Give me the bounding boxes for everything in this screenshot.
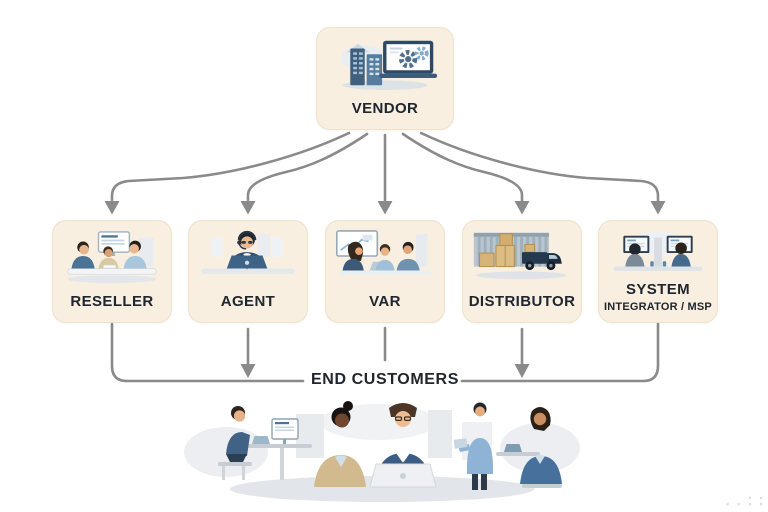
agent-headset-laptop-icon: [201, 230, 295, 274]
system-integrator-msp-node: SYSTEM INTEGRATOR / MSP: [598, 220, 718, 323]
reseller-label: RESELLER: [70, 293, 154, 311]
distributor-warehouse-truck-icon: [473, 232, 567, 280]
watermark-row-2: × × × ×: [725, 501, 765, 508]
vendor-node: VENDOR: [316, 27, 454, 130]
watermark-marks-icon: × × × × × ×: [726, 496, 765, 508]
distributor-node: DISTRIBUTOR: [462, 220, 582, 323]
reseller-node: RESELLER: [52, 220, 172, 323]
system-integrator-label-line1: SYSTEM: [625, 281, 691, 299]
agent-label: AGENT: [220, 293, 276, 311]
distributor-label: DISTRIBUTOR: [468, 293, 576, 311]
var-label: VAR: [369, 293, 401, 311]
var-node: VAR: [325, 220, 445, 323]
vendor-label: VENDOR: [351, 100, 419, 118]
watermark-row-1: × ×: [748, 495, 765, 502]
var-team-presentation-icon: [336, 230, 432, 276]
reseller-sales-meeting-icon: [67, 231, 157, 283]
system-integrator-dual-workstation-icon: [613, 231, 703, 271]
end-customers-office-team-illustration: [184, 401, 580, 502]
agent-node: AGENT: [188, 220, 308, 323]
end-customers-label: END CUSTOMERS: [311, 371, 459, 388]
system-integrator-label-line2: INTEGRATOR / MSP: [604, 300, 712, 313]
vendor-building-laptop-gears-icon: [340, 40, 438, 91]
